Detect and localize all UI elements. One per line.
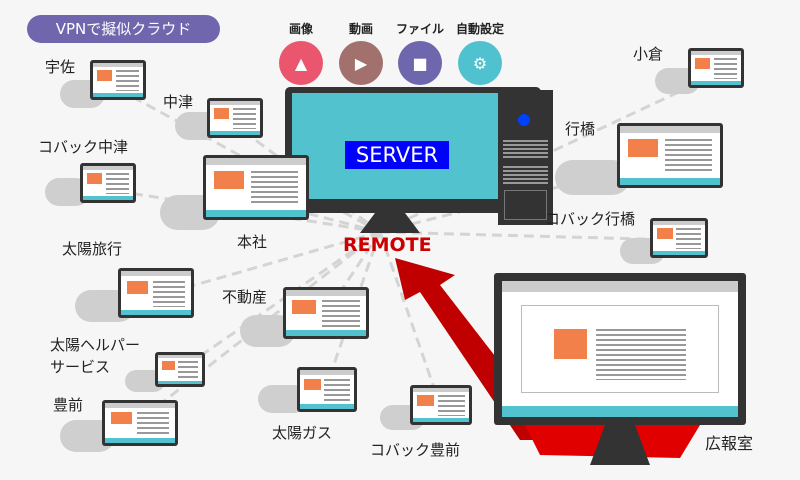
site-label: 本社 [237,233,268,251]
server-label: SERVER [345,141,449,169]
site-label: 小倉 [633,45,664,63]
service-auto-config[interactable]: 自動設定⚙ [456,20,504,85]
service-file[interactable]: ファイル■ [396,20,444,85]
monitor-taiyo-gas[interactable] [297,367,357,412]
site-label: 不動産 [222,288,268,306]
site-label: 太陽旅行 [62,240,123,258]
video-icon: ▶ [339,41,383,85]
folder-icon: ■ [398,41,442,85]
monitor-nakatsu[interactable] [207,98,263,138]
monitor-honsha[interactable] [203,155,309,220]
site-label: 宇佐 [45,58,76,76]
monitor-usa[interactable] [90,60,146,100]
server-tower [498,90,553,225]
monitor-yukuhashi[interactable] [617,123,723,188]
site-label: 中津 [163,93,194,111]
site-label: 広報室 [705,434,754,453]
site-label: コバック行橋 [545,210,636,228]
site-label: コバック中津 [38,138,129,156]
monitor-kobac-nakatsu[interactable] [80,163,136,203]
monitor-buzen[interactable] [102,400,178,446]
gear-icon: ⚙ [458,41,502,85]
site-label: サービス [50,358,111,376]
monitor-kobac-buzen[interactable] [410,385,472,425]
site-label: 太陽ガス [272,424,333,442]
site-label: コバック豊前 [370,441,461,459]
monitor-kokura[interactable] [688,48,744,88]
monitor-kobac-yukuhashi[interactable] [650,218,708,258]
monitor-kohoshitsu[interactable] [494,273,746,425]
monitor-fudosan[interactable] [283,287,369,339]
site-label: 太陽ヘルパー [50,336,141,354]
monitor-taiyo-helper[interactable] [155,352,205,387]
monitor-taiyo-ryoko[interactable] [118,268,194,318]
site-label: 行橋 [565,120,596,138]
service-video[interactable]: 動画▶ [339,20,383,85]
service-image[interactable]: 画像▲ [279,20,323,85]
remote-label: REMOTE [343,234,432,256]
vpn-badge: VPNで擬似クラウド [27,15,220,43]
image-icon: ▲ [279,41,323,85]
site-label: 豊前 [53,396,84,414]
